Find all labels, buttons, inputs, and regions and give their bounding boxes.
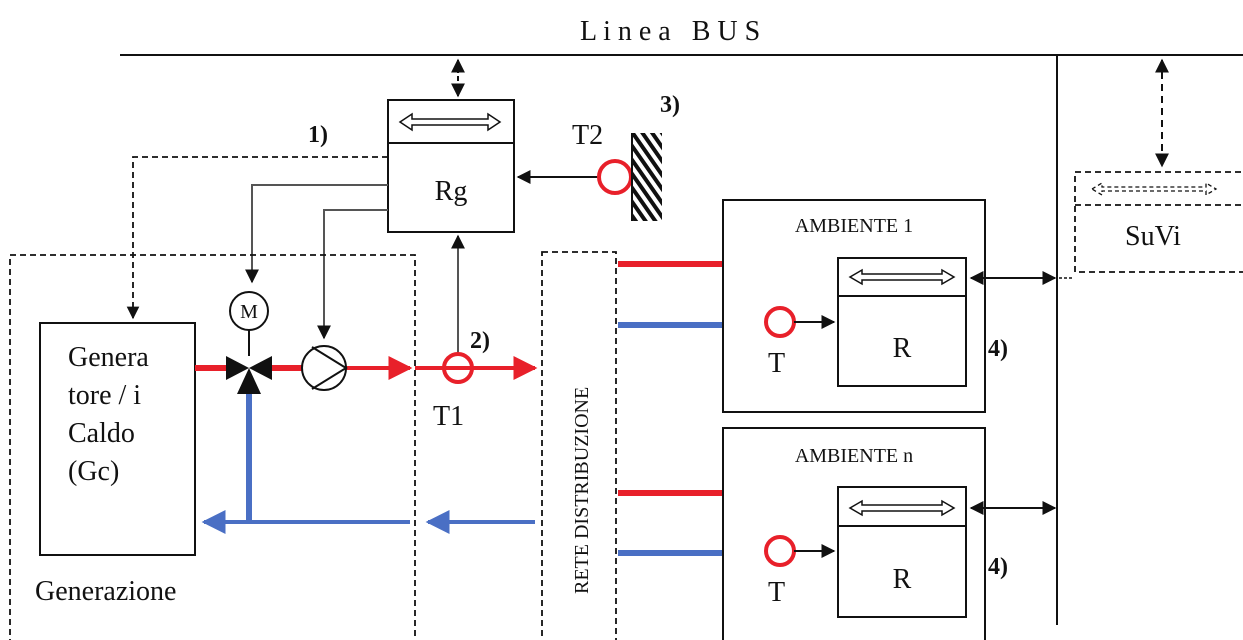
- room-1-title: AMBIENTE 1: [795, 215, 913, 237]
- motor-label: M: [240, 301, 258, 323]
- room-n-sensor-label: T: [768, 577, 785, 608]
- rg-motor-signal: [245, 184, 388, 284]
- generator-label-line-4: (Gc): [68, 456, 119, 487]
- outdoor-wall-icon: [632, 133, 662, 221]
- distribution-network-label: RETE DISTRIBUZIONE: [571, 387, 593, 594]
- room-1-sensor-label: T: [768, 348, 785, 379]
- supervisor-bus-interface-icon: [1090, 181, 1218, 197]
- room-1-bus-interface-icon: [848, 268, 956, 286]
- room-n-bus-interface-icon: [848, 499, 956, 517]
- generation-zone: [9, 254, 416, 640]
- room-n-regulator-label: R: [893, 564, 912, 595]
- room-1: AMBIENTE 1 R T: [722, 199, 986, 413]
- motor-icon: [229, 291, 269, 331]
- generator-label-line-2: tore / i: [68, 380, 141, 411]
- mixing-valve-icon: [226, 356, 272, 394]
- callout-3: 3): [660, 92, 680, 118]
- pump-icon: [301, 345, 348, 391]
- controller-rg: Rg: [387, 99, 515, 233]
- generator-label-line-1: Genera: [68, 342, 149, 373]
- callout-1: 1): [308, 122, 328, 148]
- room-n: AMBIENTE n R T: [722, 427, 986, 640]
- room-1-regulator-label: R: [893, 333, 912, 364]
- supervisor-label: SuVi: [1125, 221, 1181, 252]
- rg-pump-signal: [317, 209, 388, 340]
- callout-4-room-n: 4): [988, 554, 1008, 580]
- sensor-t2-icon: [597, 159, 633, 195]
- generator-box: Genera tore / i Caldo (Gc): [39, 322, 196, 556]
- generation-zone-label: Generazione: [35, 576, 176, 607]
- callout-2: 2): [470, 328, 490, 354]
- sensor-t1-icon: [442, 352, 474, 384]
- bus-interface-icon: [398, 112, 502, 132]
- room-n-title: AMBIENTE n: [795, 445, 913, 467]
- controller-label: Rg: [435, 176, 468, 207]
- bus-line-label: L i n e a B U S: [580, 16, 760, 47]
- generator-label-line-3: Caldo: [68, 418, 135, 449]
- rg-generator-signal: [126, 156, 388, 320]
- sensor-t2-label: T2: [572, 120, 603, 151]
- distribution-network-box: [541, 251, 617, 640]
- sensor-t1-label: T1: [433, 401, 464, 432]
- callout-4-room-1: 4): [988, 336, 1008, 362]
- supervisor-box: SuVi: [1074, 171, 1243, 273]
